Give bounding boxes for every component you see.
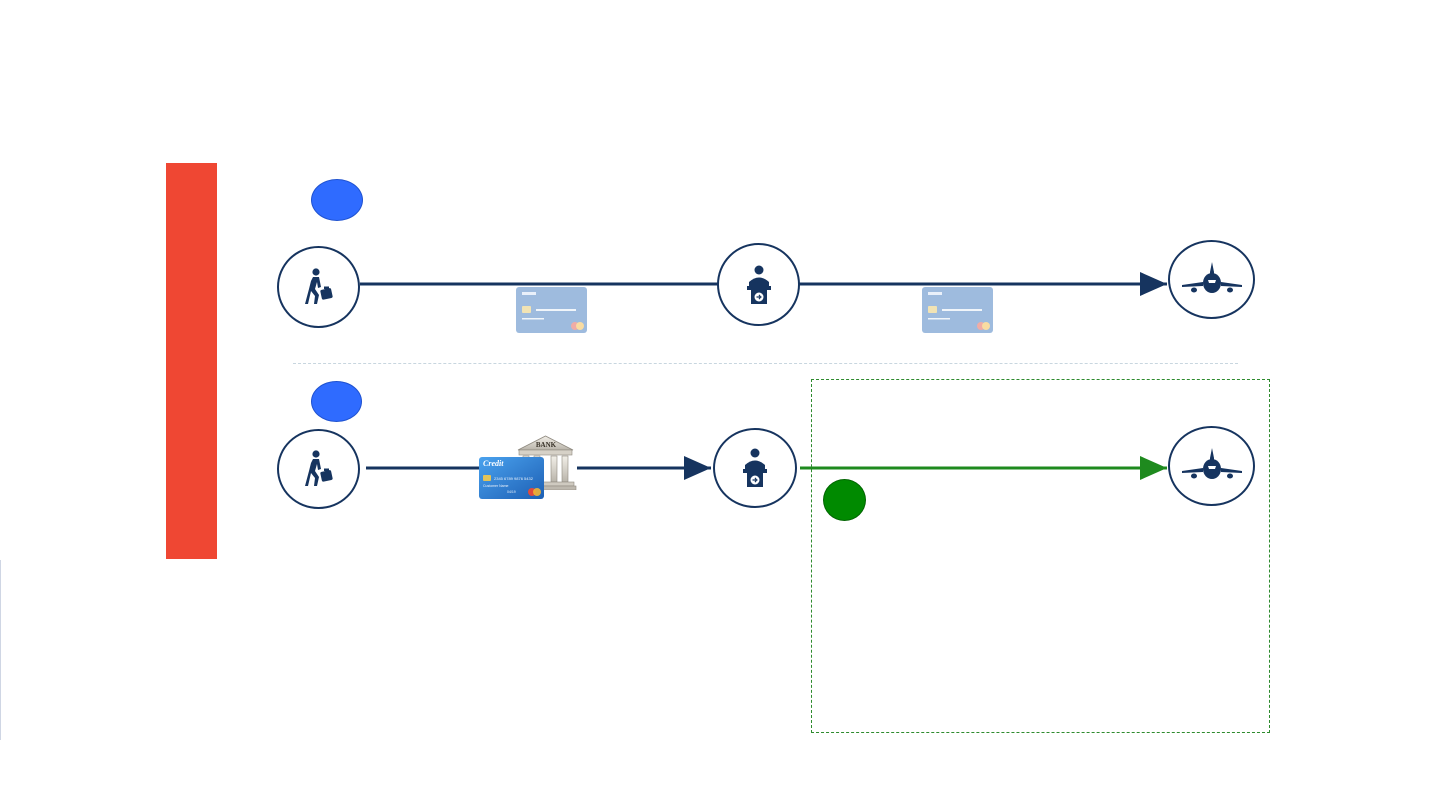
airplane-icon [1181, 261, 1242, 293]
check-in-agent-icon [746, 265, 771, 304]
traveler-icon [304, 268, 333, 304]
accent-sidebar-bar [166, 163, 217, 559]
traveler-node [277, 429, 360, 509]
credit-card-icon [479, 457, 544, 499]
airplane-node-1 [1168, 240, 1255, 319]
approved-region [811, 379, 1270, 733]
credit-card-icon [516, 287, 587, 333]
traveler-node [277, 246, 360, 328]
flow-1-step-marker [311, 179, 363, 221]
flow-2-step-marker [311, 381, 362, 422]
check-in-node-2 [713, 428, 797, 508]
flow-separator [293, 363, 1238, 364]
approved-step-marker [823, 479, 866, 521]
airplane-icon [1181, 448, 1242, 479]
card-expiry: 04/19 [507, 490, 516, 494]
credit-card: Credit 2345 6789 9876 5432 Customer Name… [479, 457, 544, 499]
credit-card-faded [922, 287, 993, 333]
edge-line [0, 560, 1, 740]
card-holder: Customer Name [483, 484, 509, 488]
bank-label: BANK [535, 441, 557, 449]
check-in-node-1 [717, 243, 800, 326]
credit-card-icon [922, 287, 993, 333]
airplane-node-2 [1168, 426, 1255, 506]
check-in-agent-icon [743, 448, 767, 487]
credit-card-faded [516, 287, 587, 333]
card-number: 2345 6789 9876 5432 [494, 476, 533, 481]
traveler-icon [304, 450, 333, 486]
card-brand: Credit [483, 459, 504, 468]
